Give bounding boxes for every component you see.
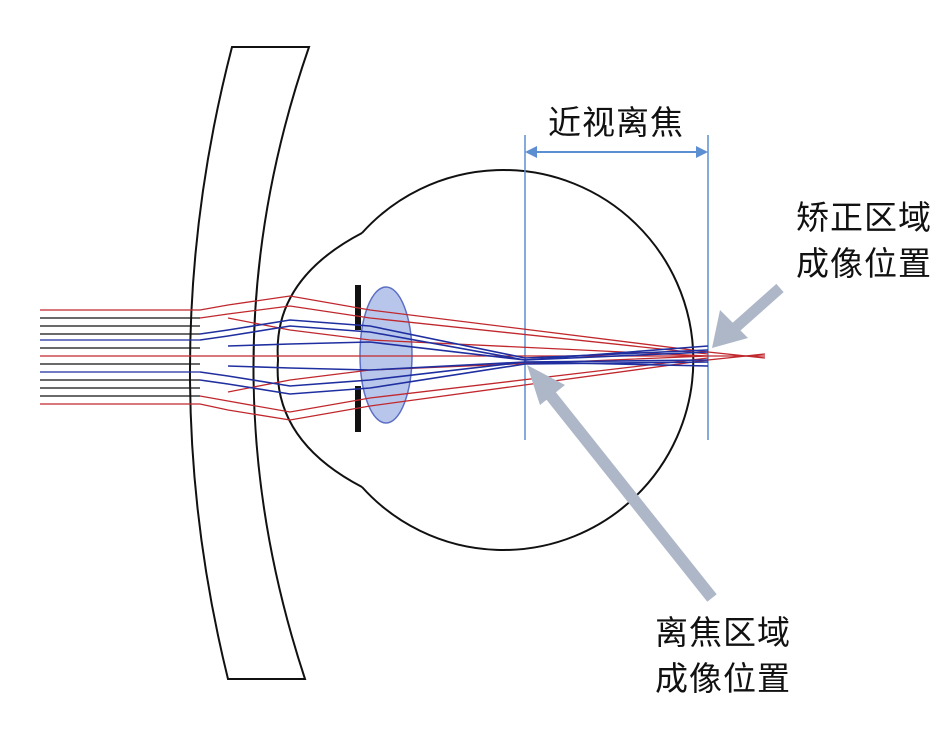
defocus-zone-label-line1: 离焦区域: [655, 613, 791, 652]
spectacle-lens: [189, 46, 311, 680]
dimension-arrow: [525, 146, 708, 158]
red-rays-corrected: [199, 295, 766, 421]
correction-zone-label-line1: 矫正区域: [796, 198, 932, 237]
cornea-outline: [276, 232, 363, 488]
myopic-defocus-label: 近视离焦: [548, 103, 684, 142]
blue-rays-defocus: [199, 319, 709, 395]
correction-pointer-arrow: [712, 283, 784, 348]
correction-zone-label-line2: 成像位置: [796, 244, 932, 283]
incident-rays: [40, 309, 200, 405]
defocus-zone-label-line2: 成像位置: [655, 659, 791, 698]
defocus-pointer-arrow: [527, 365, 717, 602]
crystalline-lens: [359, 286, 413, 424]
